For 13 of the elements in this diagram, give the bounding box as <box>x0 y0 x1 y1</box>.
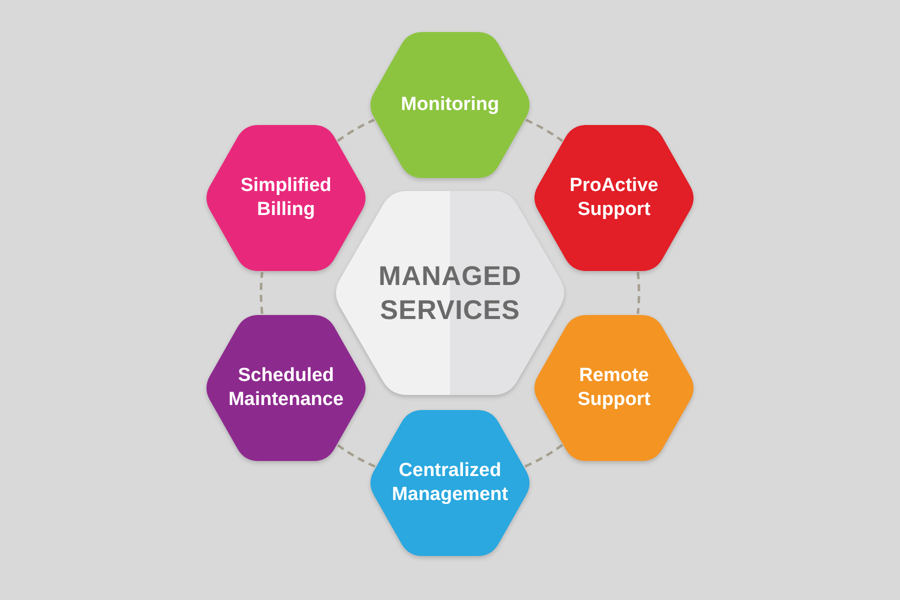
node-label: Monitoring <box>400 93 500 117</box>
dashed-connector <box>337 118 375 142</box>
dashed-connector <box>260 272 264 314</box>
dashed-connector <box>524 444 563 468</box>
dashed-connector <box>525 118 563 142</box>
node-label: ProActive Support <box>568 174 660 222</box>
node-label: Simplified Billing <box>240 174 332 222</box>
dashed-connector <box>337 444 376 468</box>
node-label: MANAGED SERVICES <box>378 260 522 327</box>
node-label: Scheduled Maintenance <box>227 364 345 412</box>
node-label: Centralized Management <box>390 459 510 507</box>
node-label: Remote Support <box>576 364 652 412</box>
dashed-connector <box>636 272 640 314</box>
